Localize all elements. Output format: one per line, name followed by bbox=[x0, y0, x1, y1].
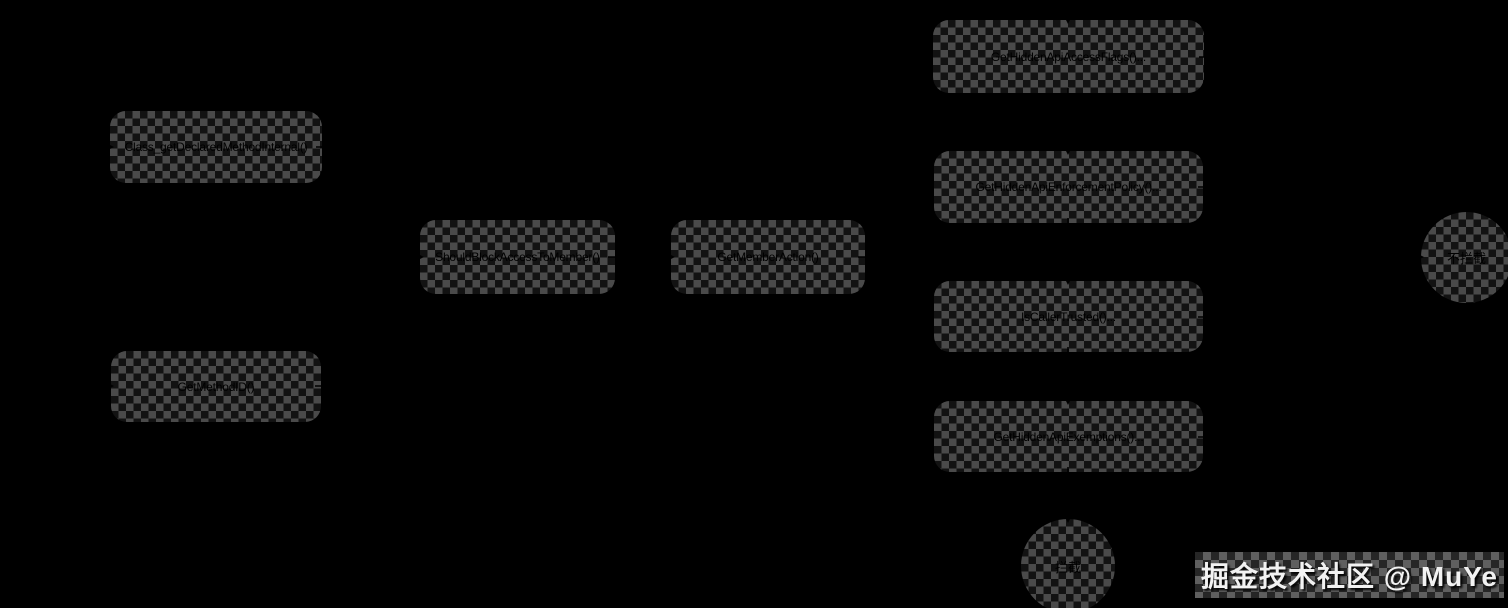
node-label: Class_getDeclaredMethodInternal() bbox=[124, 140, 308, 154]
node-iscallertrusted[interactable]: IsCallerTrusted()... bbox=[934, 281, 1203, 352]
node-label: GetMethodID() bbox=[177, 379, 255, 394]
node-label: ShouldBlockAccessToMember() bbox=[435, 250, 600, 264]
watermark-text: 掘金技术社区 @ MuYe bbox=[1195, 552, 1504, 598]
node-getmemberaction[interactable]: GetMemberAction() bbox=[671, 220, 865, 294]
node-label: GetHiddenApiAccessFlags()... bbox=[990, 49, 1147, 64]
node-label: GetHiddenApiExemptions()... bbox=[993, 429, 1144, 444]
node-gethiddenapiaccessflags[interactable]: GetHiddenApiAccessFlags()... bbox=[933, 20, 1204, 93]
node-shouldblockaccesstomember[interactable]: ShouldBlockAccessToMember() bbox=[420, 220, 615, 294]
node-label: GetMemberAction() bbox=[717, 250, 819, 264]
terminal-label: 不拦截 bbox=[1446, 251, 1486, 266]
node-label: GetHiddenApiEnforcementPolicy()... bbox=[975, 180, 1162, 194]
node-gethiddenapienforcementpolicy[interactable]: GetHiddenApiEnforcementPolicy()... bbox=[934, 151, 1203, 223]
node-gethiddenapiexemptions[interactable]: GetHiddenApiExemptions()... bbox=[934, 401, 1203, 472]
node-label: IsCallerTrusted()... bbox=[1021, 309, 1116, 324]
node-getmethodid[interactable]: GetMethodID() bbox=[111, 351, 321, 422]
terminal-intercept[interactable]: 拦截 bbox=[1021, 519, 1115, 608]
terminal-label: 拦截 bbox=[1054, 559, 1081, 575]
terminal-no-intercept[interactable]: 不拦截 bbox=[1421, 212, 1508, 303]
node-class-getdeclaredmethodinternal[interactable]: Class_getDeclaredMethodInternal() bbox=[110, 111, 322, 183]
